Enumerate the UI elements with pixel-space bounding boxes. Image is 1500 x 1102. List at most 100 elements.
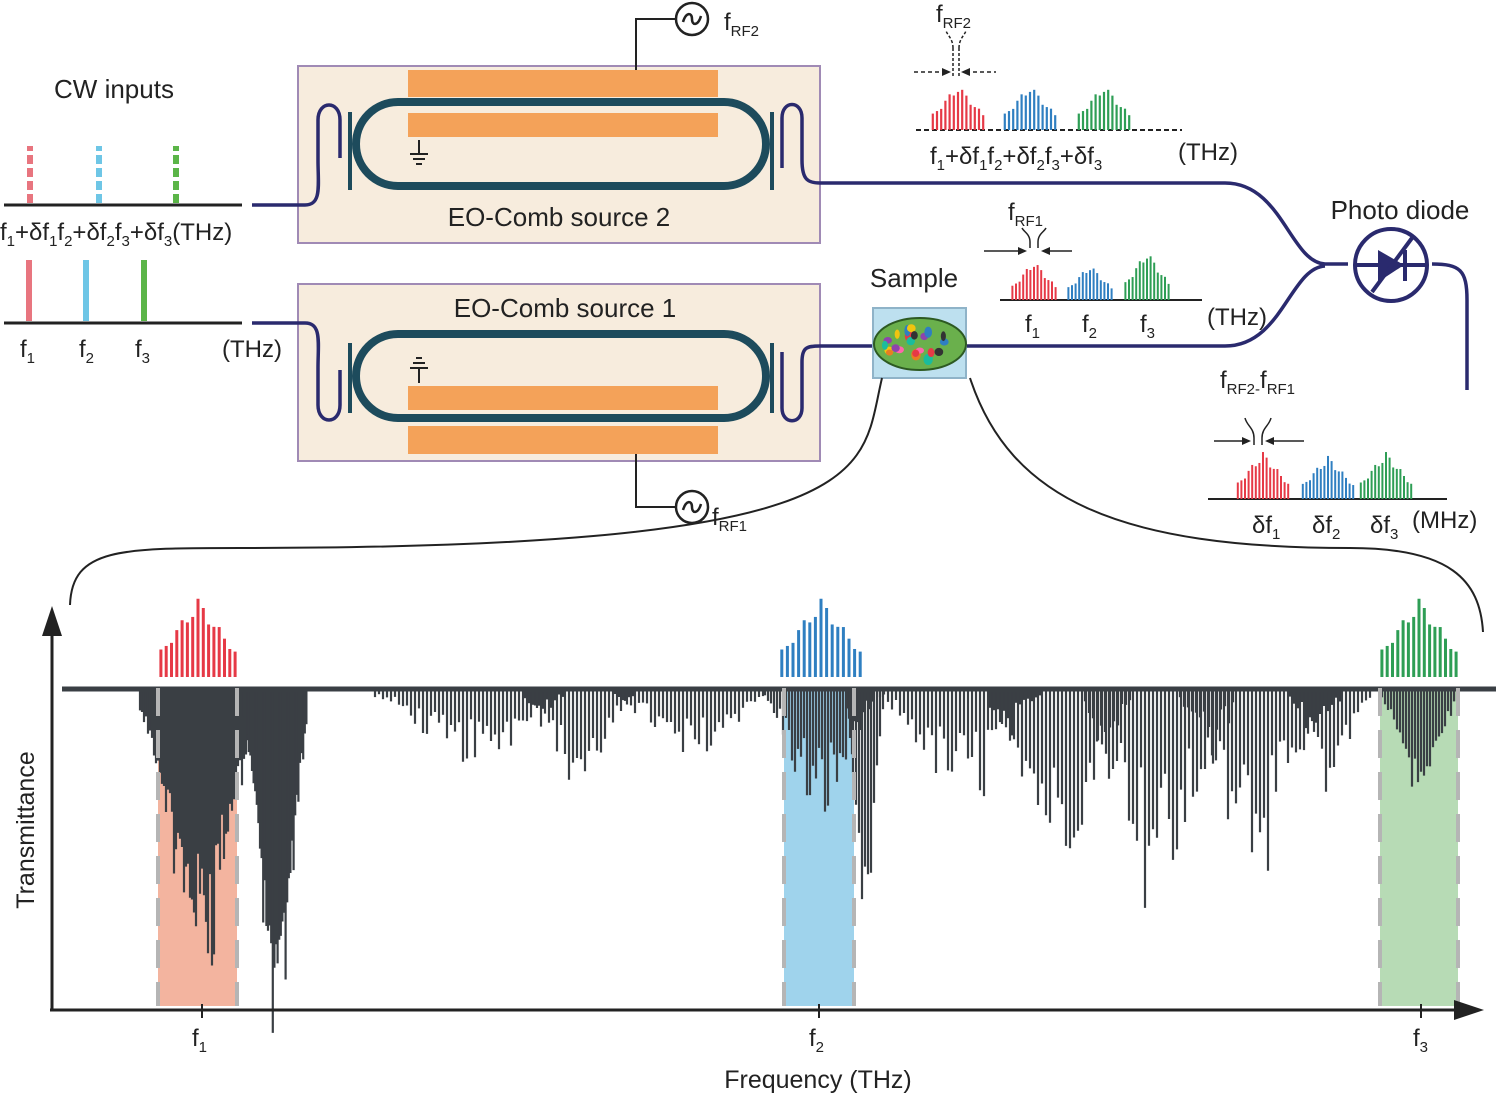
lbl-sub: 1 [199,1039,207,1056]
output-fiber-1-a [780,344,876,423]
comb-1-output-spectrum: fRF1 f1 f2 f3 (THz) [984,199,1267,342]
rf2-label-f: f [724,9,731,36]
lbl-sub: RF1 [1015,213,1043,230]
lbl-sub: 1 [1272,526,1280,543]
comb-lines [159,598,1458,677]
lbl-sub: RF2 [1227,381,1255,398]
zoom-line-right [969,377,1484,633]
y-axis-arrow-icon [42,606,62,636]
lbl-sub: 1 [27,350,35,367]
lbl-f: f [809,1025,816,1052]
comb-source-2: EO-Comb source 2 [297,65,821,244]
cw-top-freq-labels: f1+δf1f2+δf2f3+δf3(THz) [0,219,232,250]
lbl-plus: + [15,219,29,246]
comb-source-1: EO-Comb source 1 [297,283,821,462]
lbl-f: f [115,219,122,246]
lbl-f: f [20,336,27,363]
lbl-plus: + [1060,143,1074,170]
lbl-sub: 3 [1420,1039,1428,1056]
electrode-bottom-2 [408,113,718,137]
absorption-lines [138,689,1459,1033]
photo-diode-label: Photo diode [1331,195,1470,225]
cw-inputs-offset [4,146,242,207]
lbl-sub: 1 [49,233,57,250]
comb-source-2-label: EO-Comb source 2 [448,202,671,232]
comb-source-1-label: EO-Comb source 1 [454,293,677,323]
x-tick-f3: f3 [1413,1025,1428,1056]
ring-resonator-1 [352,330,770,422]
x-tick-f2: f2 [809,1025,824,1056]
rf1-label-f: f [712,504,719,531]
sample-particle [906,324,916,333]
lbl-plus: + [72,219,86,246]
cw-inputs-base [4,260,242,325]
input-coupler-1 [252,321,342,422]
lbl-df: δf [1016,143,1036,170]
lbl-sub: 2 [64,233,72,250]
lbl-df: δf [1370,512,1390,539]
output-fiber-2 [780,102,1348,266]
lbl-sub: 3 [1147,325,1155,342]
lbl-sub: 2 [86,350,94,367]
svg-text:f1: f1 [1025,311,1040,342]
photodiode-output [1431,262,1469,390]
sample-particles [881,324,949,365]
sample: Sample [69,263,1484,633]
lbl-df: δf [1252,512,1272,539]
sample-label: Sample [870,263,958,293]
ground-icon-1 [410,357,428,383]
lbl-sub: 3 [121,233,129,250]
sample-particle [924,326,933,338]
input-coupler-2 [252,103,342,207]
lbl-df: δf [959,143,979,170]
lbl-f: f [1220,367,1227,394]
rf-unit: (MHz) [1412,507,1477,534]
sample-particle [910,331,918,340]
optical-fibers [252,102,1469,423]
lbl-f: f [930,143,937,170]
svg-text:f2: f2 [79,336,94,367]
lbl-plus: + [1002,143,1016,170]
svg-text:f3: f3 [1140,311,1155,342]
lbl-sub: RF2 [943,15,971,32]
output-fiber-1-b [966,264,1326,348]
comb-1-unit: (THz) [1207,304,1267,331]
lbl-sub: 3 [164,233,172,250]
x-axis-title: Frequency (THz) [724,1066,912,1094]
chart-axes: f1 f2 f3 Frequency (THz) Transmittance [12,606,1484,1094]
lbl-minus: - [1255,381,1260,398]
lbl-sub: 1 [7,233,15,250]
lbl-f: f [1140,311,1147,338]
rf2-label-sub: RF2 [731,23,759,40]
ring-resonator-2 [352,98,770,190]
lbl-sub: 3 [1390,526,1398,543]
rf1-label-sub: RF1 [719,518,747,535]
sample-particle [934,347,944,357]
svg-text:f1: f1 [20,336,35,367]
lbl-sub: 1 [979,157,987,174]
lbl-f: f [57,219,64,246]
lbl-sub: 2 [1089,325,1097,342]
svg-text:f1+δf1f2+δf2f3+δf3: f1+δf1f2+δf2f3+δf3 [930,143,1102,174]
photo-diode: Photo diode [1331,195,1470,303]
electrode-bottom-1 [408,426,718,454]
lbl-df: δf [29,219,49,246]
lbl-df: δf [1074,143,1094,170]
lbl-f: f [1082,311,1089,338]
lbl-sub: 2 [106,233,114,250]
lbl-f: f [0,219,7,246]
svg-text:f2: f2 [1082,311,1097,342]
rf-source-2: fRF2 [635,1,759,70]
lbl-df: δf [86,219,106,246]
lbl-sub: 3 [1094,157,1102,174]
svg-text:δf2: δf2 [1312,512,1340,543]
cw-inputs-label: CW inputs [54,74,174,104]
comb-2-output-spectrum: fRF2 f1+δf1f2+δf2f3+δf3 (THz) [914,1,1238,174]
transmittance-spectrum [62,598,1496,1033]
lbl-sub: RF1 [1267,381,1295,398]
lbl-sub: 1 [937,157,945,174]
lbl-sub: 3 [1051,157,1059,174]
lbl-f: f [1413,1025,1420,1052]
